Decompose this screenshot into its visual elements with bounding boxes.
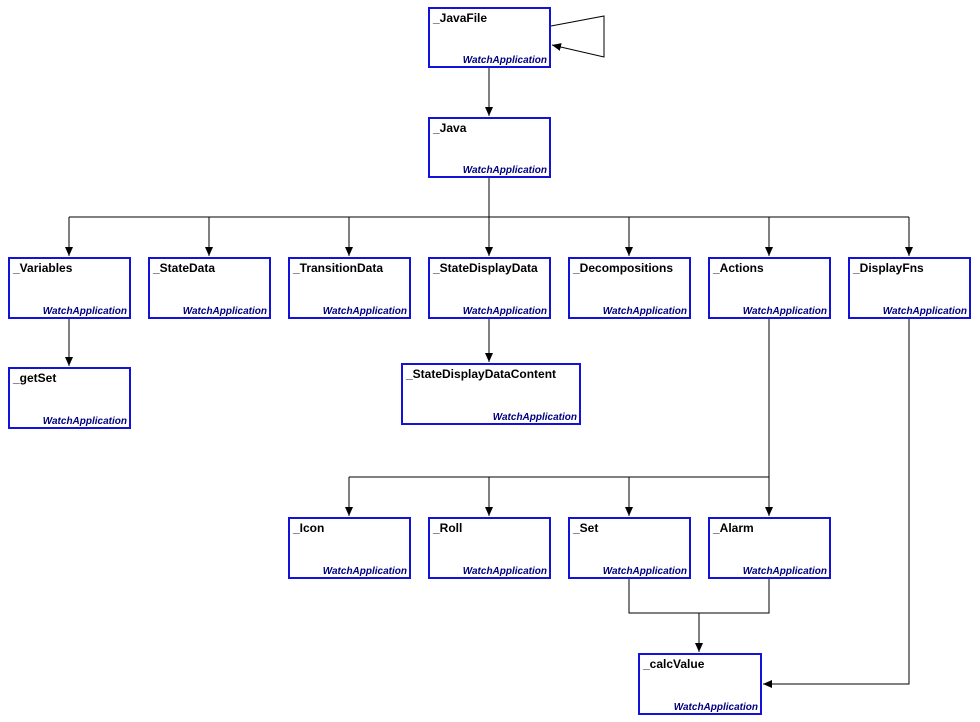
node-subtitle: WatchApplication	[602, 566, 687, 577]
node-title: _Decompositions	[573, 261, 674, 275]
node-subtitle: WatchApplication	[673, 702, 758, 713]
node-subtitle: WatchApplication	[742, 566, 827, 577]
node-subtitle: WatchApplication	[42, 416, 127, 427]
node-subtitle: WatchApplication	[462, 55, 547, 66]
node-subtitle: WatchApplication	[42, 306, 127, 317]
node-title: _DisplayFns	[853, 261, 924, 275]
edge-displayfns-to-calcvalue	[763, 319, 910, 688]
node-displayfns[interactable]: _DisplayFns WatchApplication	[848, 257, 971, 319]
node-title: _Variables	[13, 261, 73, 275]
node-javafile[interactable]: _JavaFile WatchApplication	[428, 7, 551, 68]
node-statedisplaydatacontent[interactable]: _StateDisplayDataContent WatchApplicatio…	[401, 363, 581, 425]
node-getset[interactable]: _getSet WatchApplication	[8, 367, 131, 429]
node-variables[interactable]: _Variables WatchApplication	[8, 257, 131, 319]
node-title: _Java	[433, 121, 467, 135]
node-subtitle: WatchApplication	[462, 306, 547, 317]
edge-javafile-self-loop	[550, 15, 605, 58]
node-title: _Roll	[433, 521, 463, 535]
node-subtitle: WatchApplication	[322, 306, 407, 317]
node-subtitle: WatchApplication	[182, 306, 267, 317]
node-subtitle: WatchApplication	[742, 306, 827, 317]
node-subtitle: WatchApplication	[882, 306, 967, 317]
node-title: _Icon	[293, 521, 325, 535]
node-subtitle: WatchApplication	[322, 566, 407, 577]
node-statedata[interactable]: _StateData WatchApplication	[148, 257, 271, 319]
node-subtitle: WatchApplication	[462, 566, 547, 577]
node-subtitle: WatchApplication	[492, 412, 577, 423]
node-calcvalue[interactable]: _calcValue WatchApplication	[638, 653, 762, 715]
node-roll[interactable]: _Roll WatchApplication	[428, 517, 551, 579]
node-title: _StateDisplayData	[433, 261, 538, 275]
node-title: _TransitionData	[293, 261, 384, 275]
node-statedisplaydata[interactable]: _StateDisplayData WatchApplication	[428, 257, 551, 319]
node-title: _Actions	[713, 261, 764, 275]
node-title: _StateDisplayDataContent	[406, 367, 557, 381]
node-transitiondata[interactable]: _TransitionData WatchApplication	[288, 257, 411, 319]
node-actions[interactable]: _Actions WatchApplication	[708, 257, 831, 319]
node-title: _getSet	[13, 371, 57, 385]
node-alarm[interactable]: _Alarm WatchApplication	[708, 517, 831, 579]
node-title: _StateData	[153, 261, 216, 275]
node-title: _JavaFile	[433, 11, 488, 25]
node-icon[interactable]: _Icon WatchApplication	[288, 517, 411, 579]
node-set[interactable]: _Set WatchApplication	[568, 517, 691, 579]
node-title: _Set	[573, 521, 599, 535]
node-title: _calcValue	[643, 657, 705, 671]
node-title: _Alarm	[713, 521, 754, 535]
node-subtitle: WatchApplication	[602, 306, 687, 317]
node-decompositions[interactable]: _Decompositions WatchApplication	[568, 257, 691, 319]
node-java[interactable]: _Java WatchApplication	[428, 117, 551, 178]
edge-set-alarm-join	[628, 579, 770, 614]
node-subtitle: WatchApplication	[462, 165, 547, 176]
